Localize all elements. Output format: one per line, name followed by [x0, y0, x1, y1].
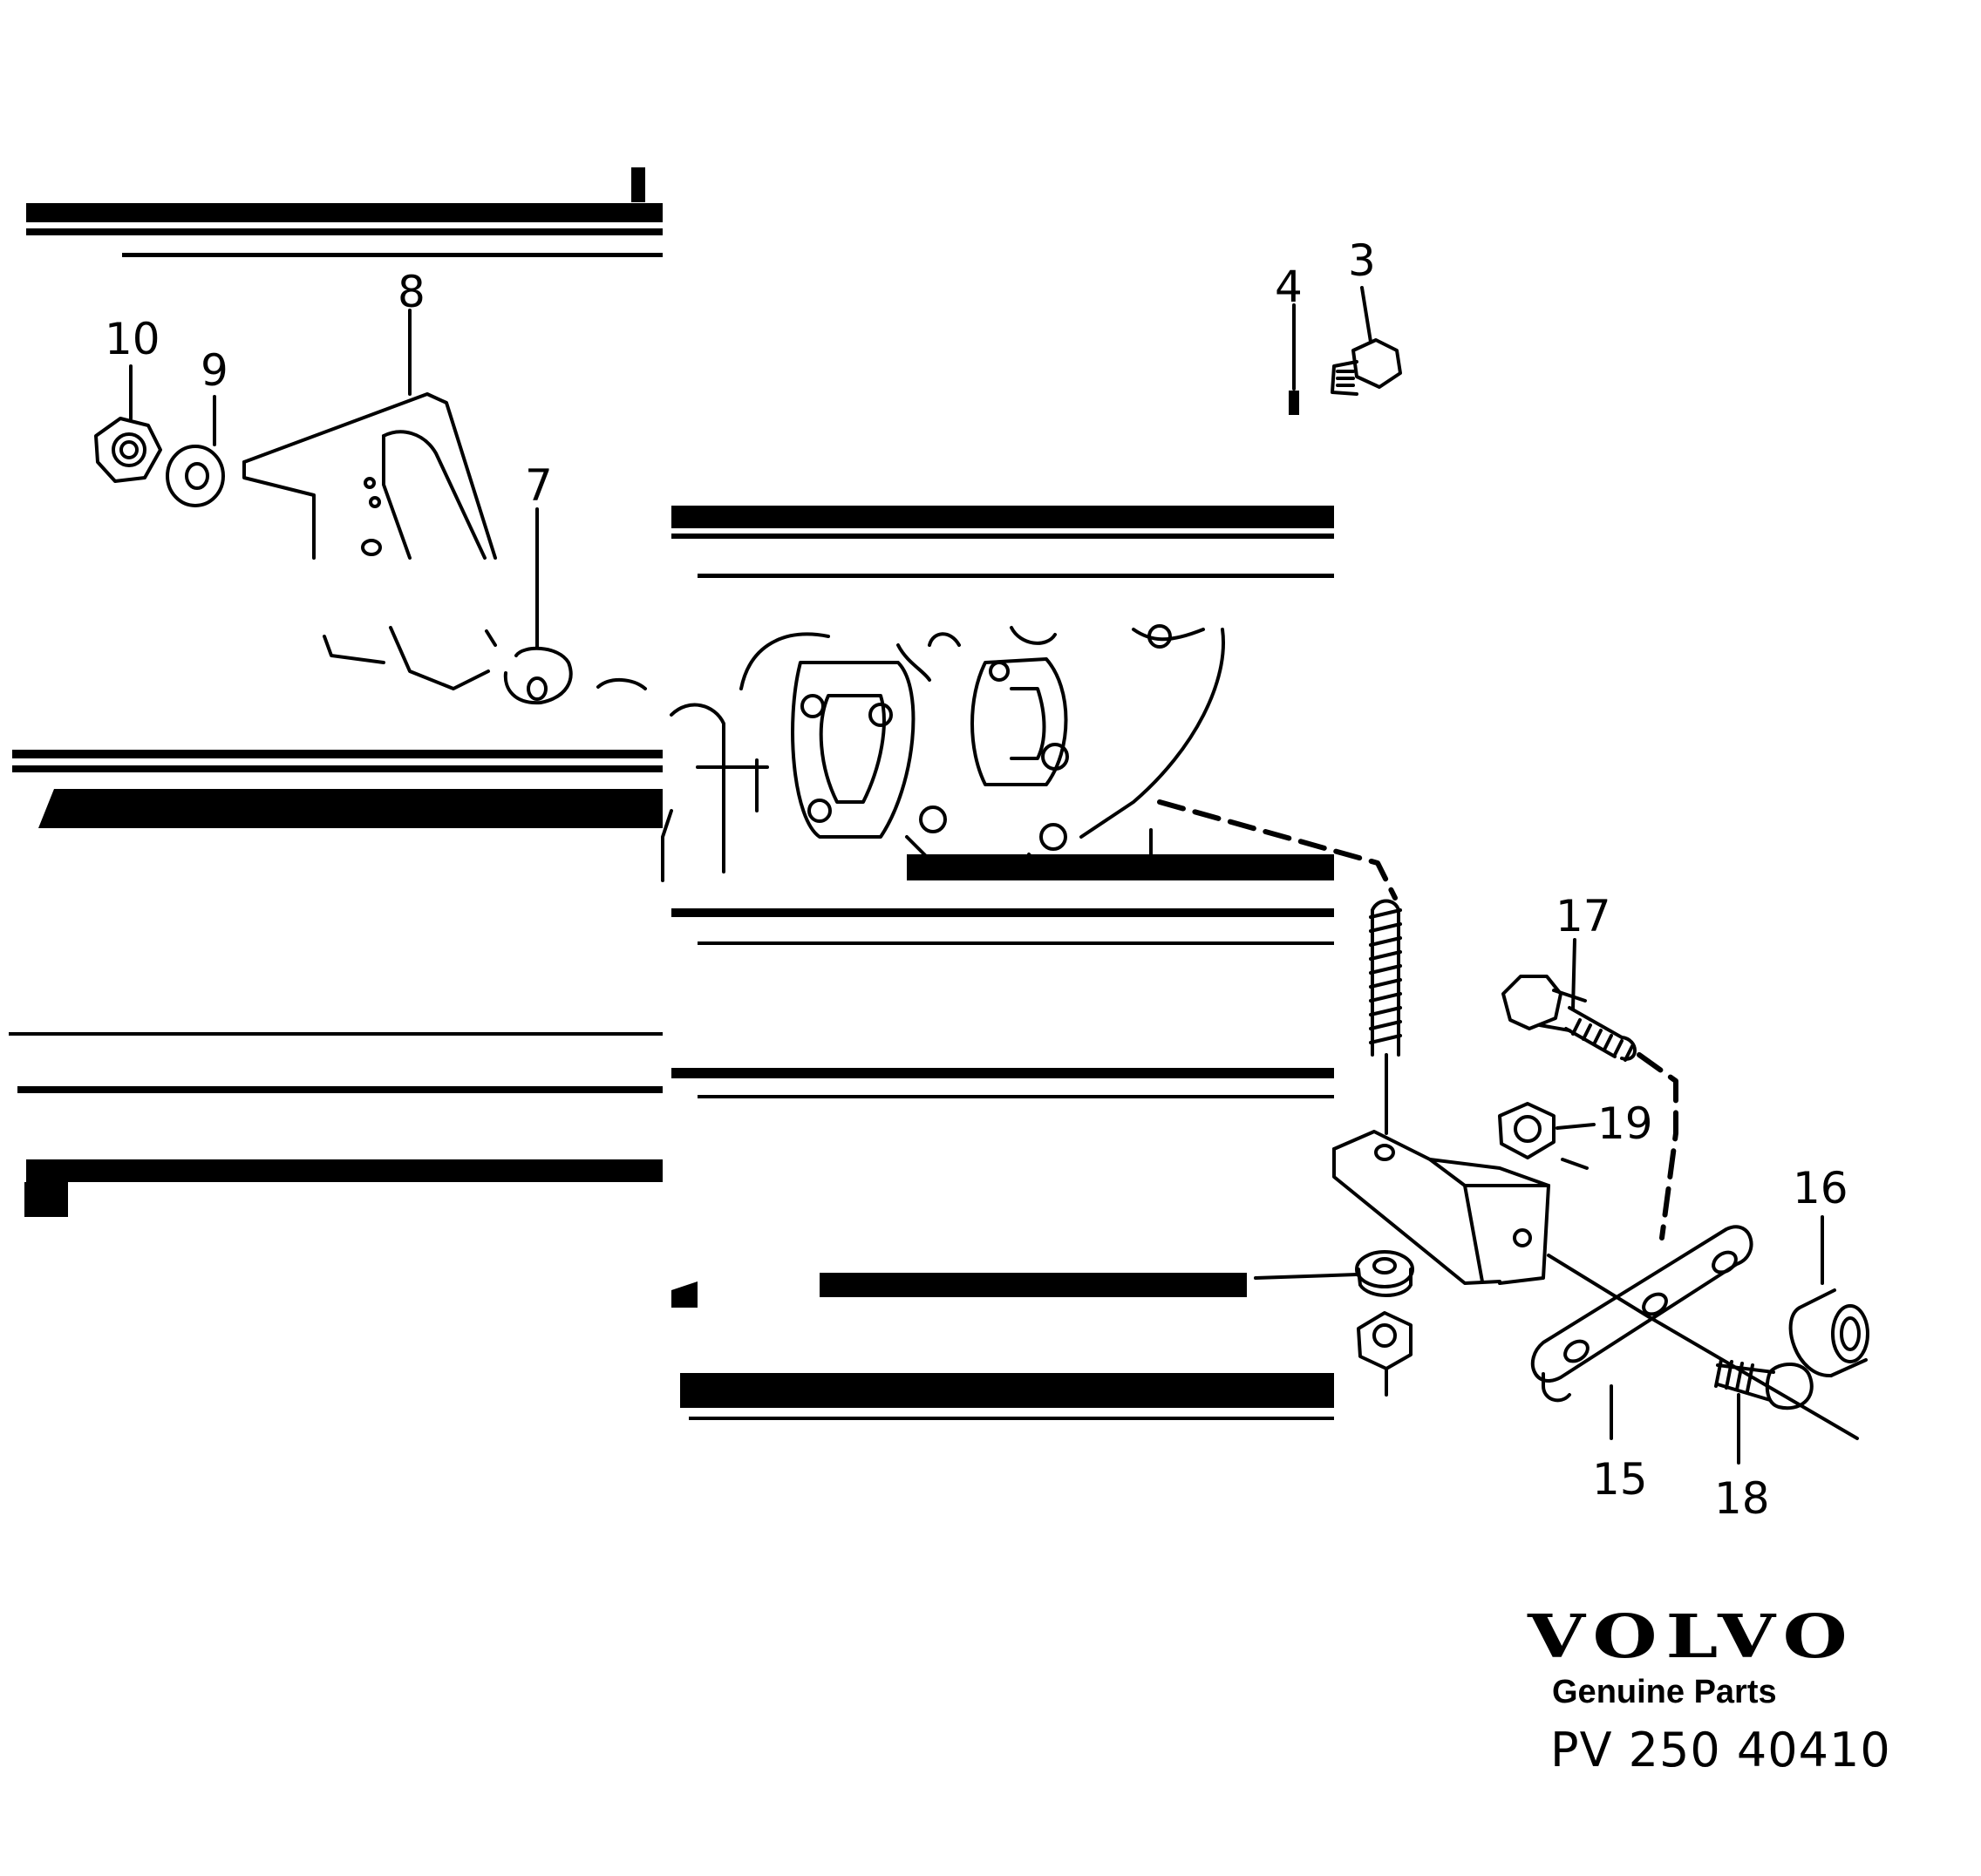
- leader-line-3: [1360, 286, 1372, 343]
- lock-nut: [1357, 1311, 1413, 1397]
- washer-part-4: [1289, 391, 1299, 415]
- screw-part-18: [1714, 1358, 1814, 1410]
- callout-19: 19: [1597, 1098, 1653, 1149]
- mounting-bracket: [1332, 1130, 1589, 1285]
- leader-line-19: [1556, 1123, 1596, 1130]
- callout-4: 4: [1275, 262, 1303, 312]
- genuine-parts-label: Genuine Parts: [1552, 1674, 1777, 1710]
- callout-10: 10: [105, 314, 160, 364]
- leader-line-17: [1571, 938, 1576, 1011]
- bushing-part-7: [503, 646, 647, 705]
- callout-3: 3: [1348, 235, 1376, 286]
- nut-part-10: [94, 417, 162, 483]
- callout-18: 18: [1714, 1473, 1770, 1524]
- dashed-bolt-line: [1637, 1052, 1678, 1240]
- callout-8: 8: [398, 267, 425, 317]
- plug-part-3: [1331, 338, 1402, 396]
- dashed-stud-line: [1157, 799, 1398, 901]
- redaction-bars: [9, 167, 1334, 1420]
- exhaust-manifold: [661, 624, 1225, 882]
- callout-17: 17: [1556, 891, 1611, 941]
- spacer-part-16: [1788, 1288, 1869, 1378]
- nut-part-19: [1498, 1102, 1556, 1159]
- callout-15: 15: [1592, 1454, 1648, 1505]
- bracket-part-8: [242, 392, 497, 690]
- stud: [1369, 899, 1402, 1057]
- callout-9: 9: [201, 345, 228, 396]
- washer-part-9: [166, 445, 225, 507]
- callout-16: 16: [1793, 1163, 1848, 1213]
- flange-nut: [1254, 1250, 1414, 1297]
- bolt-part-17: [1501, 975, 1637, 1062]
- callout-numbers: 3 4 7 8 9 10 15 16 17 18 19: [105, 235, 1848, 1524]
- volvo-logo: VOLVO: [1528, 1602, 1856, 1672]
- diagram-code: PV 250 40410: [1550, 1723, 1891, 1777]
- plate-part-15: [1530, 1225, 1753, 1403]
- callout-7: 7: [525, 460, 553, 511]
- plate-axis-line: [1547, 1254, 1859, 1440]
